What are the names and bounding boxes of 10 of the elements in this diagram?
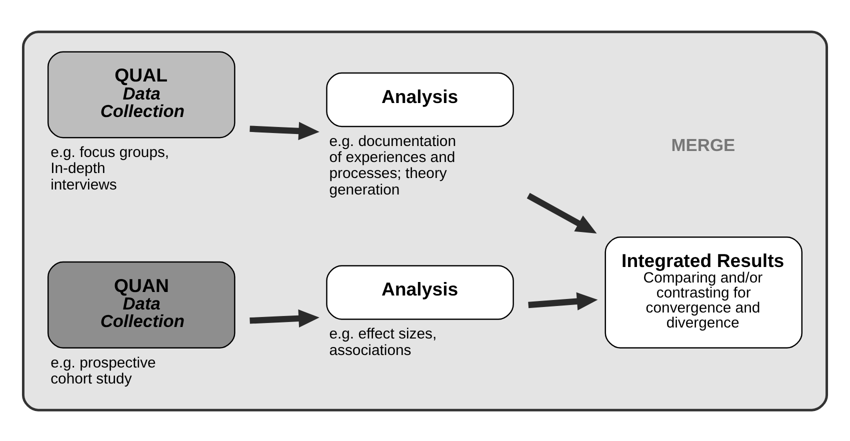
node-label: e.g. focus groups, In-depth interviews: [50, 144, 170, 193]
node-label: e.g. effect sizes, associations: [329, 325, 437, 358]
arrow: [250, 308, 320, 328]
arrow: [250, 121, 320, 140]
cluster: [22, 30, 828, 411]
label: MERGE: [671, 134, 736, 154]
node-label: e.g. prospective cohort study: [50, 354, 156, 387]
node-label: e.g. documentation of experiences and processes; theory generation: [329, 132, 456, 198]
arrow: [528, 292, 598, 310]
arrow: [526, 192, 597, 233]
